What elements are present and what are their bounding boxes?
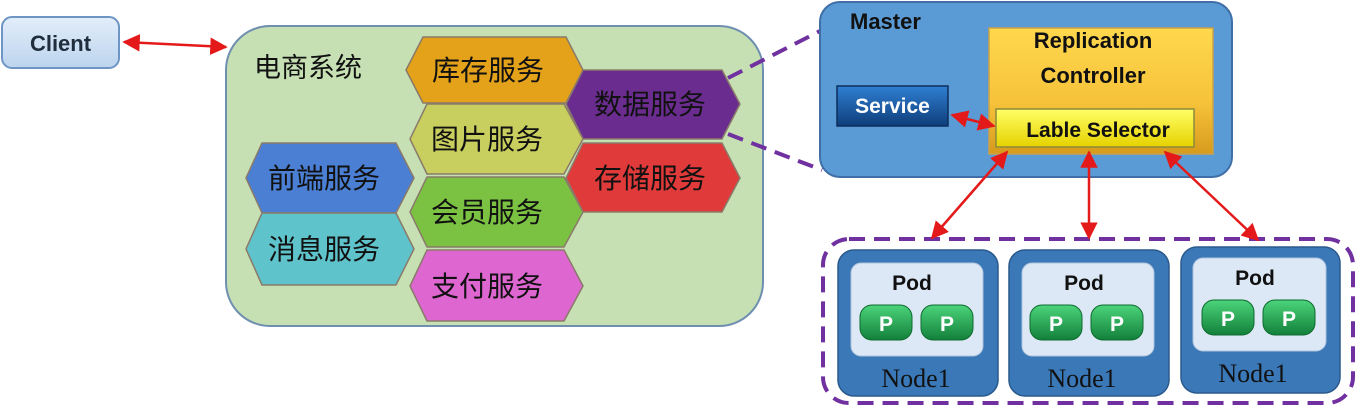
- label-selector: Lable Selector: [995, 108, 1195, 148]
- service-label: 图片服务: [431, 123, 543, 156]
- container-p: P: [940, 313, 954, 336]
- service-box: Service: [836, 85, 949, 127]
- service-label: 支付服务: [431, 270, 543, 303]
- service-hex-member: 会员服务: [409, 176, 584, 248]
- selector-node1-arrow: [930, 150, 1009, 240]
- service-hex-message: 消息服务: [245, 212, 415, 286]
- node-3: Pod P P P Node1: [1180, 246, 1341, 394]
- service-label: 库存服务: [432, 54, 544, 87]
- service-label: 存储服务: [594, 162, 706, 195]
- service-label: 消息服务: [268, 233, 380, 266]
- selector-node3-arrow: [1163, 150, 1260, 242]
- client-ecommerce-arrow: [122, 34, 228, 55]
- service-hex-image: 图片服务: [409, 103, 584, 175]
- node-1: Pod P P Node1: [837, 249, 999, 397]
- container-p: P: [1221, 308, 1235, 331]
- service-hex-payment: 支付服务: [409, 249, 584, 322]
- service-label: 数据服务: [594, 88, 706, 121]
- rc-label-line1: Replication: [1034, 28, 1153, 53]
- service-label: 前端服务: [268, 162, 380, 195]
- container-p: P: [1110, 313, 1124, 336]
- pod-label: Pod: [1235, 267, 1275, 290]
- service-hex-data: 数据服务: [565, 69, 741, 140]
- callout-line-top: [727, 28, 823, 80]
- master-title: Master: [850, 9, 921, 34]
- container-p: P: [1049, 313, 1063, 336]
- node-label: Node1: [881, 364, 950, 393]
- callout-line-bottom: [727, 132, 823, 172]
- service-hex-storage: 存储服务: [565, 142, 741, 213]
- container-p: P: [1282, 308, 1296, 331]
- client-node: Client: [1, 16, 120, 69]
- ecommerce-title: 电商系统: [254, 53, 362, 84]
- service-label: Service: [855, 95, 930, 118]
- container-p: P: [879, 313, 893, 336]
- client-label: Client: [30, 31, 92, 56]
- rc-label-line2: Controller: [1040, 63, 1146, 88]
- service-selector-arrow: [950, 110, 996, 131]
- node-label: Node1: [1218, 359, 1287, 388]
- pod-label: Pod: [892, 272, 932, 295]
- selector-label: Lable Selector: [1026, 119, 1170, 142]
- service-label: 会员服务: [431, 196, 543, 229]
- node-2: Pod P P Node1: [1008, 249, 1170, 397]
- service-hex-inventory: 库存服务: [405, 36, 584, 104]
- service-hex-frontend: 前端服务: [245, 142, 415, 214]
- pod-label: Pod: [1064, 272, 1104, 295]
- node-label: Node1: [1047, 364, 1116, 393]
